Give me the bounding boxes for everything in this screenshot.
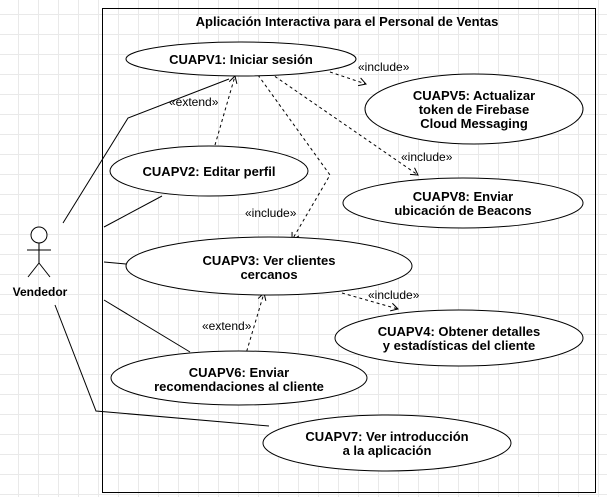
arrow-extend-2-1 [214,75,238,146]
use-case-uc1[interactable]: CUAPV1: Iniciar sesión [125,41,357,77]
label-extend-6-3: «extend» [202,319,252,333]
use-case-uc3[interactable]: CUAPV3: Ver clientes cercanos [125,236,413,296]
arrow-include-1-5 [329,71,367,87]
uc8-line-1: CUAPV8: Enviar [413,189,513,204]
use-case-uc5[interactable]: CUAPV5: Actualizar token de Firebase Clo… [364,73,584,145]
use-case-uc6[interactable]: CUAPV6: Enviar recomendaciones al client… [110,350,368,406]
label-include-1-8: «include» [401,150,453,164]
uc4-line-1: CUAPV4: Obtener detalles [378,324,541,339]
uc5-line-3: Cloud Messaging [420,116,528,131]
uc1-line-1: CUAPV1: Iniciar sesión [169,52,313,67]
actor-left-leg [27,262,40,278]
uc8-line-2: ubicación de Beacons [394,203,531,218]
use-case-uc7[interactable]: CUAPV7: Ver introducción a la aplicación [262,414,512,472]
association-actor-uc1 [62,78,230,224]
association-actor-uc3 [103,261,127,265]
label-include-3-4: «include» [368,288,420,302]
actor-figure [27,226,51,278]
uc3-line-1: CUAPV3: Ver clientes [203,253,336,268]
uc4-line-2: y estadísticas del cliente [383,338,535,353]
label-include-1-5: «include» [358,60,410,74]
arrow-extend-6-3 [244,292,267,358]
system-boundary [102,8,596,493]
actor-right-leg [38,262,51,278]
label-include-1-3: «include» [245,206,297,220]
uc5-line-1: CUAPV5: Actualizar [413,88,535,103]
uc7-line-1: CUAPV7: Ver introducción [305,429,468,444]
label-extend-2-1: «extend» [169,95,219,109]
uc6-line-2: recomendaciones al cliente [154,379,324,394]
actor-head [30,226,48,244]
uc6-line-1: CUAPV6: Enviar [189,365,289,380]
association-actor-uc7 [54,304,270,427]
use-case-uc4[interactable]: CUAPV4: Obtener detalles y estadísticas … [334,309,584,367]
association-actor-uc2 [103,195,163,228]
uc5-line-2: token de Firebase [419,102,530,117]
uc3-line-2: cercanos [240,267,297,282]
association-actor-uc6 [103,299,191,353]
arrow-include-3-4 [341,292,399,312]
actor-name: Vendedor [13,285,68,299]
use-case-uc2[interactable]: CUAPV2: Editar perfil [109,145,309,197]
system-title: Aplicación Interactiva para el Personal … [196,14,499,29]
uc7-line-2: a la aplicación [343,443,432,458]
uc2-line-1: CUAPV2: Editar perfil [143,164,276,179]
use-case-uc8[interactable]: CUAPV8: Enviar ubicación de Beacons [342,177,584,229]
